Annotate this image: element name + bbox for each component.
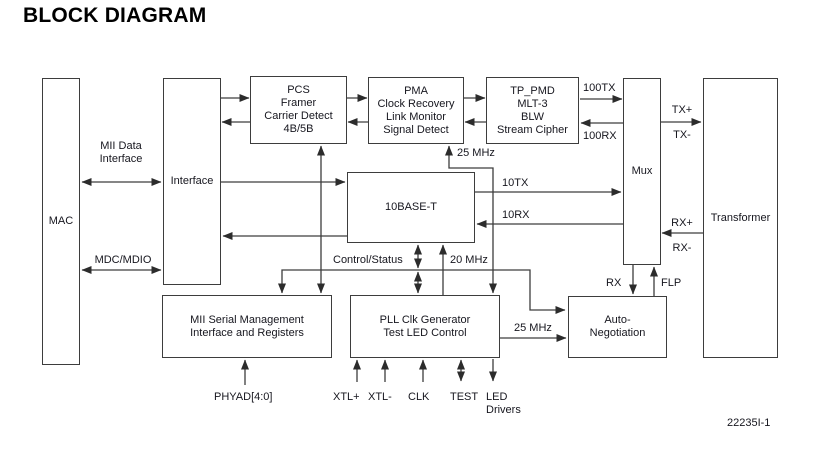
block-interface: Interface <box>163 78 221 285</box>
block-transformer: Transformer <box>703 78 778 358</box>
block-mac: MAC <box>42 78 80 365</box>
label-xtl-plus: XTL+ <box>333 391 360 403</box>
label-rx-minus: RX- <box>672 242 692 254</box>
figure-number: 22235I-1 <box>727 417 771 429</box>
label-tx-minus: TX- <box>673 129 691 141</box>
label-100tx: 100TX <box>583 82 616 94</box>
wire-25mhz-pll-pma <box>445 145 497 294</box>
label-xtl-minus: XTL- <box>368 391 392 403</box>
wire-control-status-bus <box>278 269 566 314</box>
label-rx: RX <box>606 277 622 289</box>
label-25mhz-pma: 25 MHz <box>457 147 495 159</box>
page-title: BLOCK DIAGRAM <box>23 4 207 27</box>
label-tx-plus: TX+ <box>671 104 693 116</box>
label-25mhz-autoneg: 25 MHz <box>514 322 552 334</box>
label-20mhz: 20 MHz <box>450 254 488 266</box>
block-10base-t: 10BASE-T <box>347 172 475 243</box>
label-mdc-mdio: MDC/MDIO <box>94 254 152 266</box>
label-flp: FLP <box>661 277 682 289</box>
label-10rx: 10RX <box>502 209 530 221</box>
block-mux: Mux <box>623 78 661 265</box>
label-test: TEST <box>450 391 479 403</box>
label-mii-data-interface: MII Data Interface <box>99 140 143 165</box>
block-pma: PMA Clock Recovery Link Monitor Signal D… <box>368 77 464 144</box>
label-control-status: Control/Status <box>333 254 403 266</box>
block-tp-pmd: TP_PMD MLT-3 BLW Stream Cipher <box>486 77 579 144</box>
label-led-drivers: LED Drivers <box>486 391 521 416</box>
label-100rx: 100RX <box>583 130 617 142</box>
label-clk: CLK <box>408 391 430 403</box>
block-mii-serial-management: MII Serial Management Interface and Regi… <box>162 295 332 358</box>
label-10tx: 10TX <box>502 177 529 189</box>
block-auto-negotiation: Auto- Negotiation <box>568 296 667 358</box>
label-phyad: PHYAD[4:0] <box>214 391 273 403</box>
label-rx-plus: RX+ <box>671 217 693 229</box>
block-pcs: PCS Framer Carrier Detect 4B/5B <box>250 76 347 144</box>
block-pll-clk-generator: PLL Clk Generator Test LED Control <box>350 295 500 358</box>
